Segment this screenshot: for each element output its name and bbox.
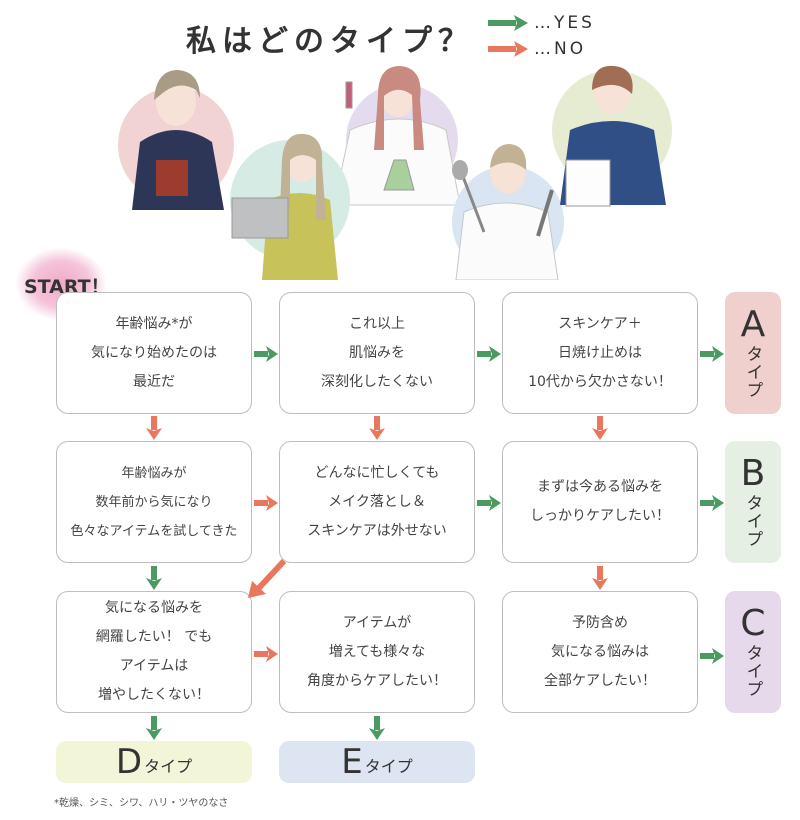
question-line: 肌悩みを — [349, 344, 405, 361]
question-line: 深刻化したくない — [321, 373, 433, 390]
question-line: これ以上 — [349, 315, 405, 332]
question-line: 数年前から気になり — [95, 494, 213, 510]
chef-illustration — [452, 144, 564, 280]
type-letter: E — [341, 742, 363, 782]
no-arrow-diagonal — [248, 558, 287, 598]
yes-arrow-right — [254, 346, 278, 362]
question-box-1: 年齢悩み*が 気になり始めたのは 最近だ — [56, 292, 252, 414]
question-line: 気になる悩みは — [551, 643, 649, 660]
no-arrow-down — [146, 416, 162, 440]
result-type-d: D タイプ — [56, 741, 252, 783]
character-illustrations — [118, 65, 672, 280]
question-box-4: 年齢悩みが 数年前から気になり 色々なアイテムを試してきた — [56, 441, 252, 563]
no-arrow-right — [254, 495, 278, 511]
question-line: まずは今ある悩みを — [537, 479, 663, 495]
question-line: 10代から欠かさない！ — [528, 373, 672, 390]
question-line: アイテムは — [119, 658, 189, 674]
question-line: 気になる悩みを — [105, 600, 203, 616]
businesswoman-with-book-illustration — [118, 70, 234, 210]
type-suffix: タイプ — [742, 644, 763, 698]
no-arrow-down — [592, 566, 608, 590]
page-title: 私はどのタイプ？ — [186, 24, 474, 59]
no-arrow-down — [592, 416, 608, 440]
question-line: 年齢悩みが — [121, 465, 187, 481]
result-type-c: C タイプ — [725, 591, 781, 713]
no-arrow-right — [254, 646, 278, 662]
question-line: 予防含め — [572, 614, 628, 631]
yes-arrow-right — [477, 346, 501, 362]
result-type-a: A タイプ — [725, 292, 781, 414]
question-line: 色々なアイテムを試してきた — [70, 523, 238, 539]
question-line: 角度からケアしたい！ — [307, 672, 447, 689]
type-letter: C — [740, 603, 766, 644]
legend-yes: …YES — [488, 10, 595, 36]
question-line: 気になり始めたのは — [91, 344, 217, 361]
question-line: どんなに忙しくても — [314, 464, 440, 481]
yes-arrow-right — [700, 346, 724, 362]
question-line: スキンケア＋ — [558, 315, 642, 332]
question-line: 網羅したい！ でも — [95, 629, 213, 645]
question-box-9: 予防含め 気になる悩みは 全部ケアしたい！ — [502, 591, 698, 713]
yes-arrow-right — [700, 495, 724, 511]
question-box-6: まずは今ある悩みを しっかりケアしたい！ — [502, 441, 698, 563]
question-line: スキンケアは外せない — [307, 522, 447, 539]
result-type-b: B タイプ — [725, 441, 781, 563]
yes-arrow-down — [146, 716, 162, 740]
question-line: 増えても様々な — [328, 643, 426, 660]
question-line: 日焼け止めは — [558, 344, 642, 361]
type-letter: D — [115, 742, 143, 782]
no-arrow-down — [369, 416, 385, 440]
yes-arrow-right — [700, 648, 724, 664]
yes-arrow-down — [369, 716, 385, 740]
yes-arrow-right — [477, 495, 501, 511]
orange-arrow-icon — [488, 41, 528, 57]
question-line: しっかりケアしたい！ — [530, 508, 670, 524]
question-box-2: これ以上 肌悩みを 深刻化したくない — [279, 292, 475, 414]
question-box-7: 気になる悩みを 網羅したい！ でも アイテムは 増やしたくない！ — [56, 591, 252, 713]
woman-with-clipboard-illustration — [552, 65, 672, 207]
legend-no-label: …NO — [534, 39, 587, 59]
legend-no: …NO — [488, 36, 595, 62]
question-box-3: スキンケア＋ 日焼け止めは 10代から欠かさない！ — [502, 292, 698, 414]
question-line: 最近だ — [133, 373, 175, 390]
yes-arrow-down — [146, 566, 162, 590]
question-line: 年齢悩み*が — [115, 315, 193, 332]
type-letter: B — [740, 453, 766, 494]
legend-yes-label: …YES — [534, 13, 595, 33]
type-suffix: タイプ — [144, 757, 193, 776]
question-line: アイテムが — [342, 614, 412, 631]
green-arrow-icon — [488, 15, 528, 31]
footnote: *乾燥、シミ、シワ、ハリ・ツヤのなさ — [54, 798, 229, 809]
type-suffix: タイプ — [742, 494, 763, 548]
type-suffix: タイプ — [364, 757, 413, 776]
question-line: メイク落とし＆ — [328, 493, 426, 510]
legend: …YES …NO — [488, 10, 595, 62]
woman-with-laptop-illustration — [230, 133, 350, 280]
scientist-illustration — [333, 66, 461, 206]
result-type-e: E タイプ — [279, 741, 475, 783]
question-box-8: アイテムが 増えても様々な 角度からケアしたい！ — [279, 591, 475, 713]
question-line: 増やしたくない！ — [98, 687, 210, 703]
question-line: 全部ケアしたい！ — [544, 672, 656, 689]
type-letter: A — [740, 304, 766, 345]
question-box-5: どんなに忙しくても メイク落とし＆ スキンケアは外せない — [279, 441, 475, 563]
type-suffix: タイプ — [742, 345, 763, 399]
